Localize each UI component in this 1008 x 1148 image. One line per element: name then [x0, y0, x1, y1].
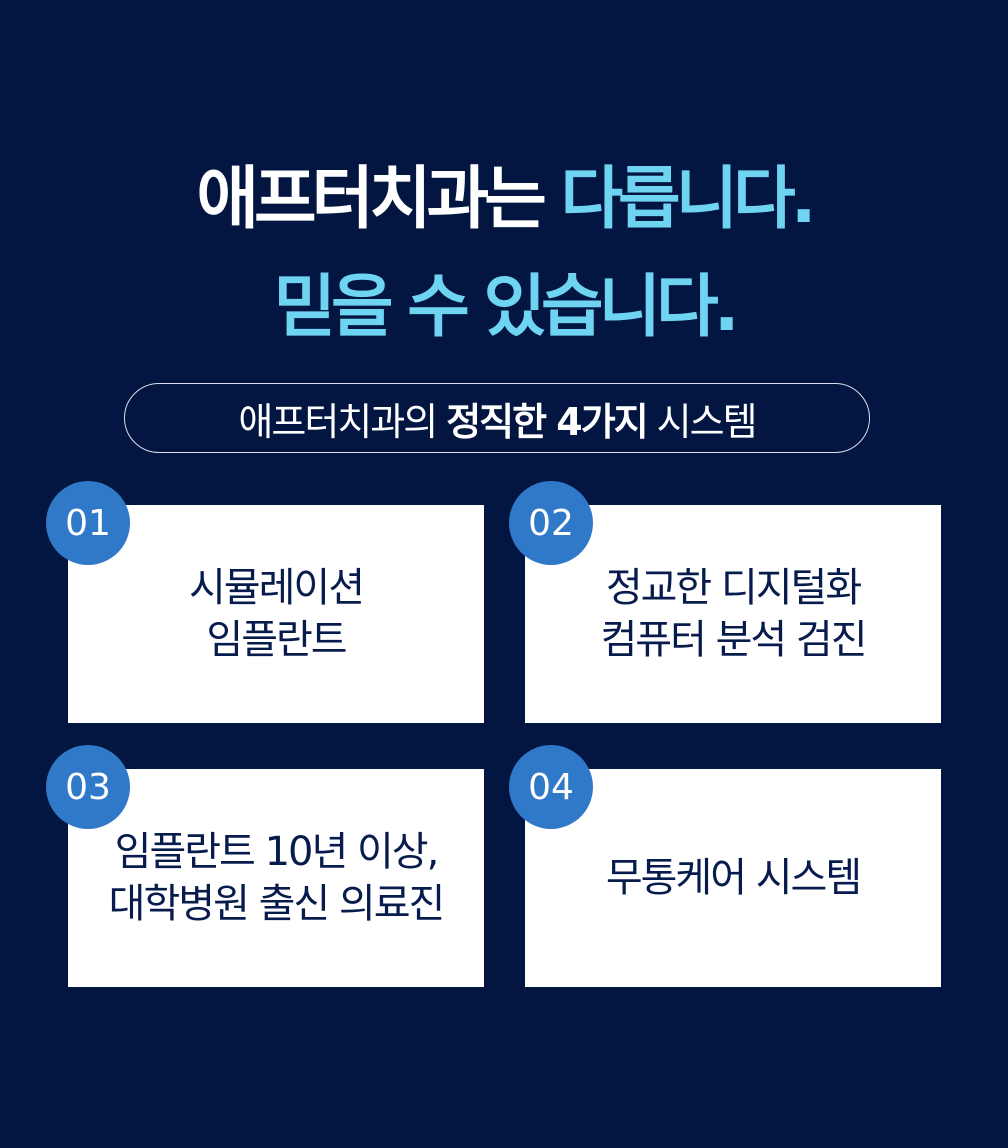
subtitle-prefix: 애프터치과의	[238, 399, 438, 444]
number-badge-3: 03	[46, 745, 130, 829]
system-card-4: 무통케어 시스템	[525, 769, 941, 987]
headline-accent-text: 다릅니다.	[560, 160, 816, 239]
subtitle-suffix: 시스템	[656, 399, 758, 444]
headline-line-2: 믿을 수 있습니다.	[273, 268, 739, 347]
system-card-text: 무통케어 시스템	[605, 852, 862, 904]
system-card-line-1: 시뮬레이션	[189, 565, 365, 611]
headline-line-1: 애프터치과는 다릅니다.	[0, 160, 1008, 240]
headline-clinic-name: 애프터치과는	[196, 160, 546, 239]
system-card-line-2: 대학병원 출신 의료진	[108, 881, 446, 927]
system-card-3: 임플란트 10년 이상, 대학병원 출신 의료진	[68, 769, 484, 987]
system-card-line-1: 정교한 디지털화	[605, 565, 862, 611]
number-badge-1: 01	[46, 481, 130, 565]
system-card-text: 임플란트 10년 이상, 대학병원 출신 의료진	[108, 826, 446, 930]
subtitle-pill: 애프터치과의 정직한 4가지 시스템	[124, 383, 870, 453]
system-card-line-2: 임플란트	[206, 617, 347, 663]
system-card-2: 정교한 디지털화 컴퓨터 분석 검진	[525, 505, 941, 723]
system-card-1: 시뮬레이션 임플란트	[68, 505, 484, 723]
system-card-line-1: 임플란트 10년 이상,	[114, 829, 440, 875]
system-card-text: 정교한 디지털화 컴퓨터 분석 검진	[600, 562, 867, 666]
system-card-line-1: 무통케어 시스템	[605, 855, 862, 901]
number-badge-2: 02	[509, 481, 593, 565]
subtitle-highlight: 정직한 4가지	[446, 399, 648, 444]
number-badge-4: 04	[509, 745, 593, 829]
system-card-text: 시뮬레이션 임플란트	[189, 562, 365, 666]
system-card-line-2: 컴퓨터 분석 검진	[600, 617, 867, 663]
